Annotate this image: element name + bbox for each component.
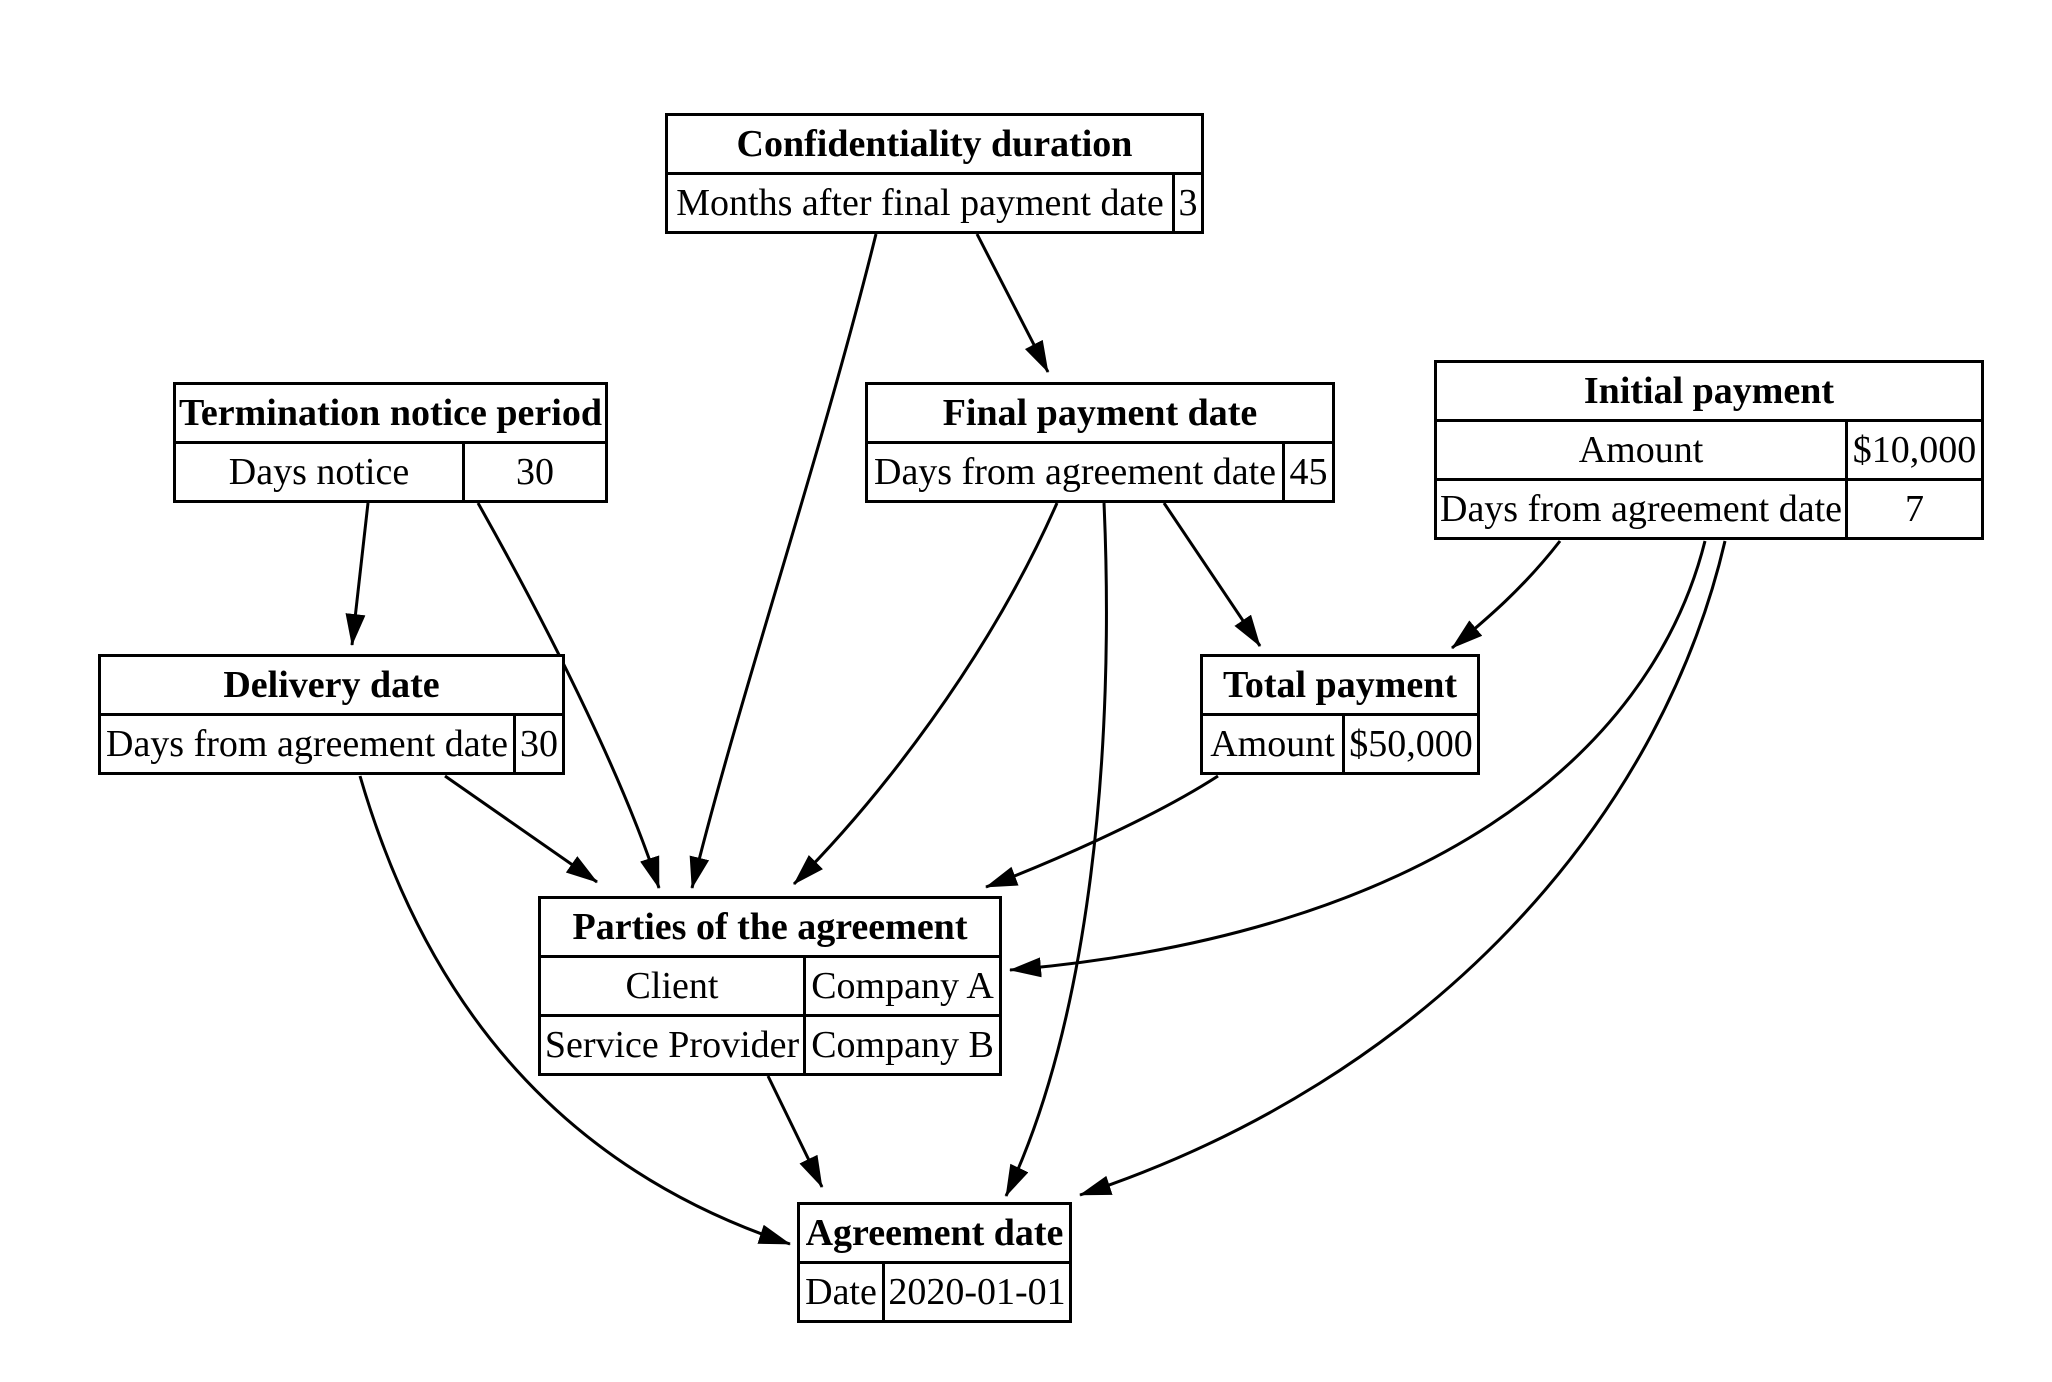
table-row: Days from agreement date 45	[868, 444, 1332, 500]
node-delivery-date: Delivery date Days from agreement date 3…	[98, 654, 565, 775]
row-value: 30	[462, 444, 605, 500]
edge-termination-notice-period-to-delivery-date	[345, 502, 370, 646]
row-label: Days from agreement date	[874, 451, 1276, 493]
row-label: Amount	[1210, 723, 1335, 765]
node-total-payment: Total payment Amount $50,000	[1200, 654, 1480, 775]
node-final-payment-date: Final payment date Days from agreement d…	[865, 382, 1335, 503]
table-row: Months after final payment date 3	[668, 175, 1201, 231]
node-confidentiality-duration: Confidentiality duration Months after fi…	[665, 113, 1204, 234]
node-title: Parties of the agreement	[541, 899, 999, 958]
row-value: Company A	[803, 958, 999, 1014]
row-value: 2020-01-01	[882, 1264, 1069, 1320]
table-row: Date 2020-01-01	[800, 1264, 1069, 1320]
row-value: Company B	[803, 1017, 999, 1073]
node-title: Termination notice period	[176, 385, 605, 444]
row-label: Months after final payment date	[676, 182, 1164, 224]
row-value: 7	[1845, 481, 1981, 537]
table-row: Amount $50,000	[1203, 716, 1477, 772]
row-label: Client	[625, 965, 719, 1007]
row-label: Date	[805, 1271, 877, 1313]
table-row: Amount $10,000	[1437, 422, 1981, 478]
edge-final-payment-date-to-parties-of-the-agreement	[792, 502, 1059, 886]
row-value: $10,000	[1845, 422, 1981, 478]
edge-confidentiality-duration-to-final-payment-date	[975, 233, 1050, 373]
node-termination-notice-period: Termination notice period Days notice 30	[173, 382, 608, 503]
row-value: 3	[1172, 175, 1201, 231]
edge-confidentiality-duration-to-parties-of-the-agreement	[689, 233, 878, 889]
edge-parties-of-the-agreement-to-agreement-date	[766, 1075, 824, 1188]
node-title: Total payment	[1203, 657, 1477, 716]
node-initial-payment: Initial payment Amount $10,000 Days from…	[1434, 360, 1984, 540]
node-title: Final payment date	[868, 385, 1332, 444]
edge-final-payment-date-to-total-payment	[1162, 502, 1262, 647]
row-label: Days from agreement date	[106, 723, 508, 765]
node-title: Delivery date	[101, 657, 562, 716]
table-row: Client Company A	[541, 958, 999, 1014]
table-row: Days notice 30	[176, 444, 605, 500]
row-label: Days from agreement date	[1440, 488, 1842, 530]
node-title: Confidentiality duration	[668, 116, 1201, 175]
node-agreement-date: Agreement date Date 2020-01-01	[797, 1202, 1072, 1323]
table-row: Service Provider Company B	[541, 1014, 999, 1073]
row-label: Days notice	[228, 451, 410, 493]
node-title: Initial payment	[1437, 363, 1981, 422]
row-value: $50,000	[1342, 716, 1477, 772]
node-title: Agreement date	[800, 1205, 1069, 1264]
edge-total-payment-to-parties-of-the-agreement	[985, 774, 1219, 889]
edge-delivery-date-to-parties-of-the-agreement	[444, 774, 598, 884]
table-row: Days from agreement date 7	[1437, 478, 1981, 537]
row-value: 45	[1282, 444, 1332, 500]
row-label: Amount	[1578, 429, 1704, 471]
edge-initial-payment-to-agreement-date	[1079, 540, 1727, 1197]
row-value: 30	[513, 716, 562, 772]
table-row: Days from agreement date 30	[101, 716, 562, 772]
node-parties-of-the-agreement: Parties of the agreement Client Company …	[538, 896, 1002, 1076]
edge-final-payment-date-to-agreement-date	[1004, 502, 1108, 1197]
row-label: Service Provider	[544, 1024, 800, 1066]
edge-initial-payment-to-total-payment	[1451, 540, 1562, 650]
